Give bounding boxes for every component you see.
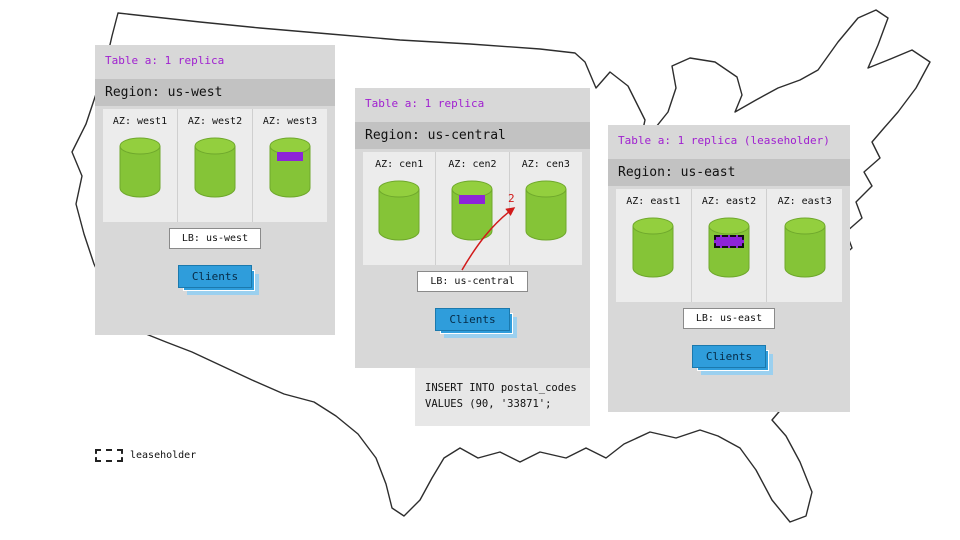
az-label: AZ: west1 bbox=[112, 116, 168, 127]
az-label: AZ: cen1 bbox=[375, 159, 424, 170]
load-balancer-box: LB: us-central bbox=[417, 271, 528, 292]
range-tag bbox=[459, 195, 486, 204]
leaseholder-tag bbox=[714, 235, 744, 248]
az-group: AZ: cen1 AZ: cen2 AZ: cen3 bbox=[363, 152, 582, 265]
database-cylinder-icon bbox=[782, 216, 828, 280]
load-balancer-box: LB: us-west bbox=[168, 228, 262, 249]
clients-box: Clients bbox=[177, 265, 253, 288]
region-panel-us-west: Table a: 1 replica Region: us-west AZ: w… bbox=[95, 45, 335, 335]
table-replica-header: Table a: 1 replica (leaseholder) bbox=[618, 134, 830, 147]
az-column: AZ: cen2 bbox=[435, 152, 508, 265]
az-column: AZ: east2 bbox=[690, 189, 767, 302]
sql-line: VALUES (90, '33871'; bbox=[425, 398, 552, 411]
database-cylinder-icon bbox=[706, 216, 752, 280]
az-column: AZ: west2 bbox=[177, 109, 252, 222]
region-title: Region: us-east bbox=[608, 159, 850, 186]
sql-line: INSERT INTO postal_codes bbox=[425, 382, 577, 394]
az-column: AZ: west1 bbox=[103, 109, 177, 222]
region-title: Region: us-central bbox=[355, 122, 590, 149]
region-panel-us-central: Table a: 1 replica Region: us-central AZ… bbox=[355, 88, 590, 368]
database-cylinder-icon bbox=[192, 136, 238, 200]
load-balancer-box: LB: us-east bbox=[682, 308, 776, 329]
az-column: AZ: cen3 bbox=[508, 152, 582, 265]
az-column: AZ: cen1 bbox=[363, 152, 435, 265]
az-label: AZ: west2 bbox=[187, 116, 243, 127]
database-cylinder-icon bbox=[523, 179, 569, 243]
clients-box: Clients bbox=[691, 345, 767, 368]
az-group: AZ: west1 AZ: west2 AZ: west3 bbox=[103, 109, 327, 222]
arrow-step-label: 2 bbox=[508, 192, 515, 205]
region-title: Region: us-west bbox=[95, 79, 335, 106]
az-label: AZ: east3 bbox=[777, 196, 832, 207]
database-cylinder-icon bbox=[267, 136, 313, 200]
az-label: AZ: cen3 bbox=[521, 159, 570, 170]
az-label: AZ: west3 bbox=[262, 116, 318, 127]
legend: leaseholder bbox=[95, 449, 196, 462]
clients-box: Clients bbox=[435, 308, 510, 331]
az-label: AZ: cen2 bbox=[448, 159, 497, 170]
region-panel-us-east: Table a: 1 replica (leaseholder) Region:… bbox=[608, 125, 850, 412]
az-column: AZ: east1 bbox=[616, 189, 691, 302]
leaseholder-legend-swatch bbox=[95, 449, 123, 462]
az-label: AZ: east2 bbox=[701, 196, 757, 207]
az-column: AZ: west3 bbox=[252, 109, 327, 222]
range-tag bbox=[277, 152, 303, 161]
leaseholder-legend-label: leaseholder bbox=[130, 450, 197, 461]
az-column: AZ: east3 bbox=[766, 189, 842, 302]
database-cylinder-icon bbox=[376, 179, 422, 243]
table-replica-header: Table a: 1 replica bbox=[105, 54, 225, 67]
table-replica-header: Table a: 1 replica bbox=[365, 97, 485, 110]
az-label: AZ: east1 bbox=[626, 196, 681, 207]
database-cylinder-icon bbox=[449, 179, 495, 243]
database-cylinder-icon bbox=[117, 136, 163, 200]
sql-statement-box: INSERT INTO postal_codes VALUES (90, '33… bbox=[415, 368, 590, 426]
az-group: AZ: east1 AZ: east2 AZ: east3 bbox=[616, 189, 842, 302]
database-cylinder-icon bbox=[630, 216, 676, 280]
